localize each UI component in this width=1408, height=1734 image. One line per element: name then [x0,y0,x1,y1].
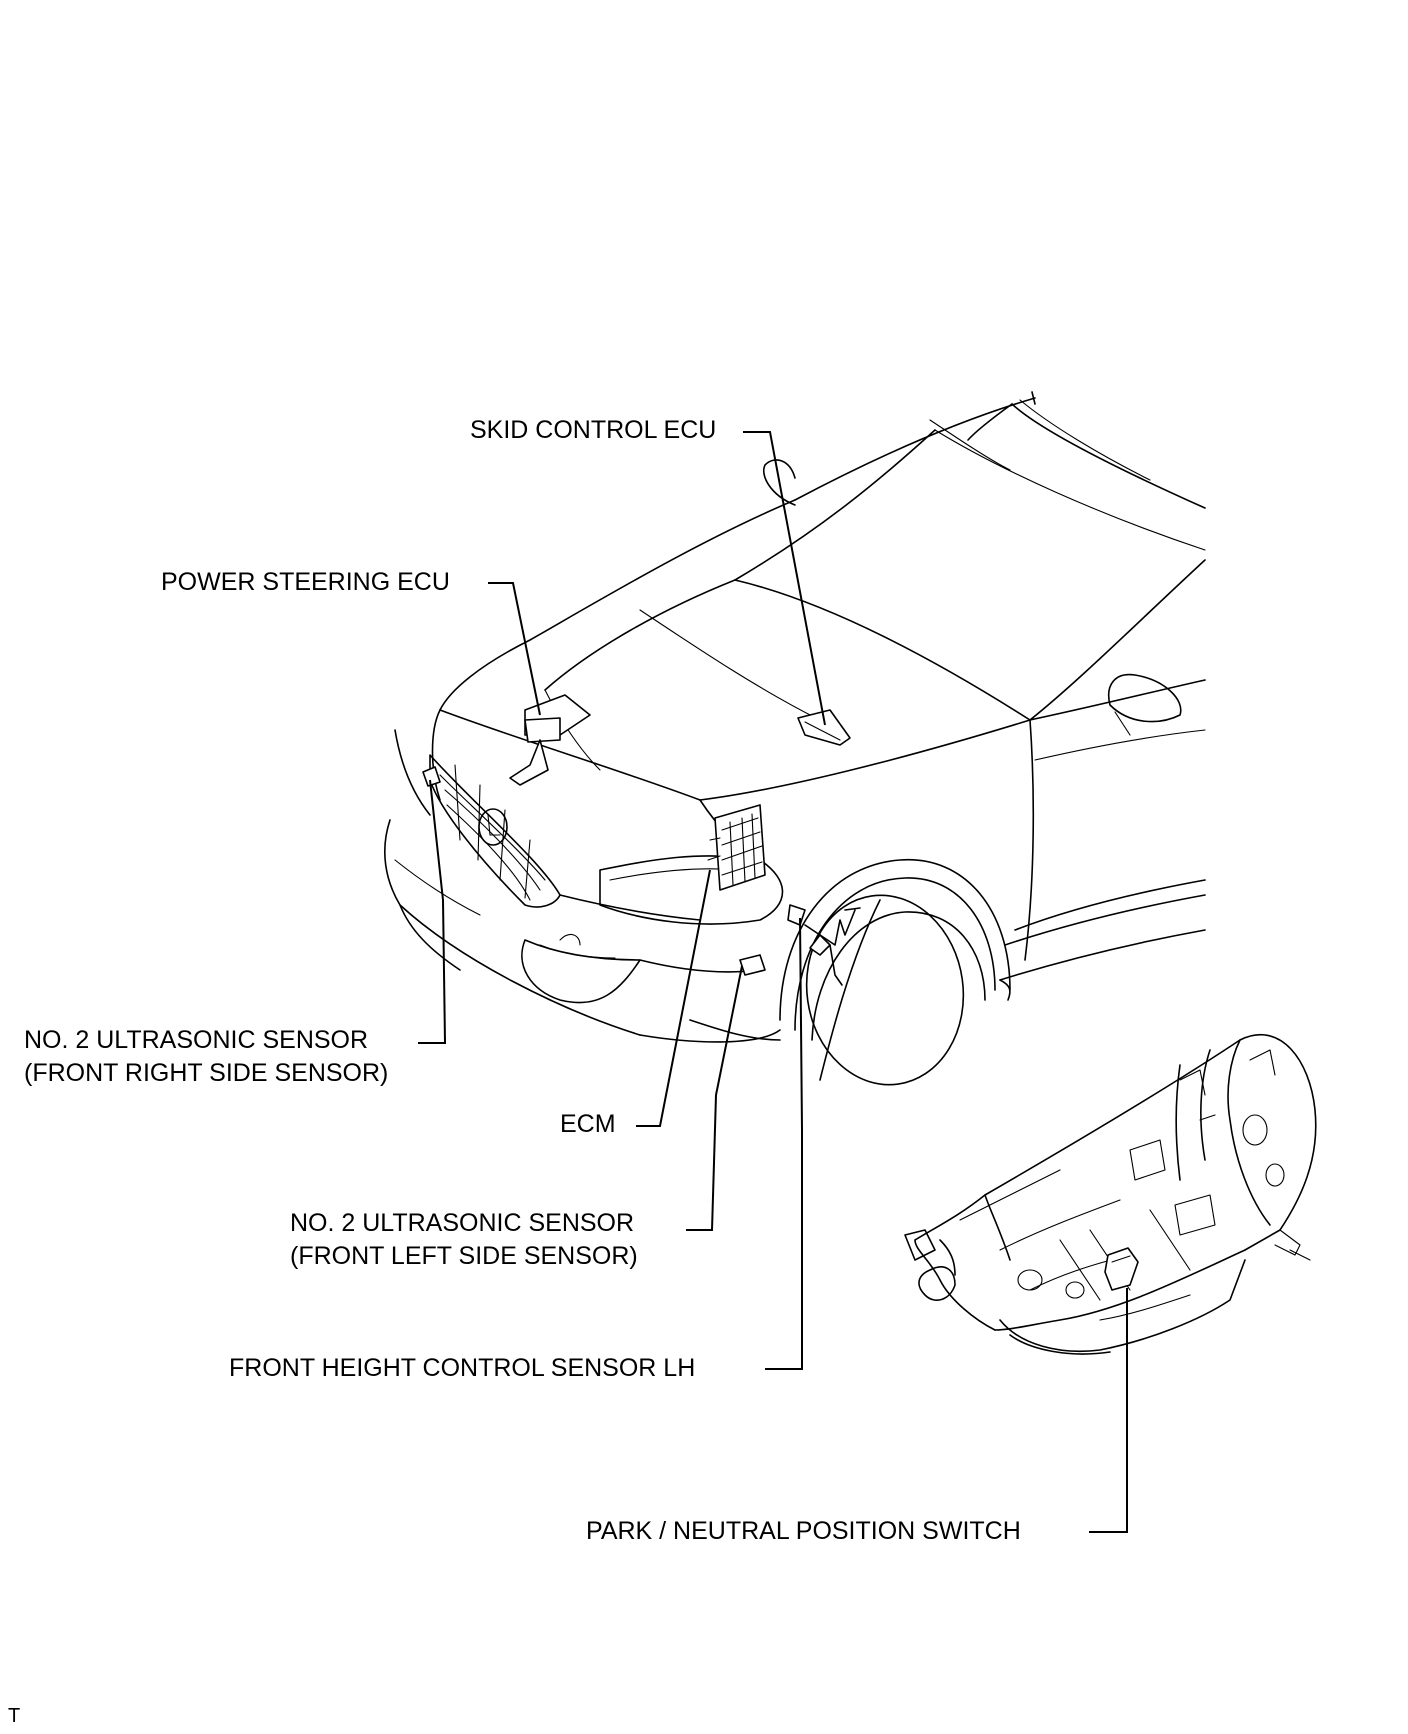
front-height-sensor-part [787,904,861,986]
label-ecm: ECM [560,1110,616,1138]
front-right-sensor-part [422,766,441,787]
label-front-height-sensor: FRONT HEIGHT CONTROL SENSOR LH [229,1354,696,1382]
power-steering-ecu-part [509,694,591,786]
leader-lines [418,431,1128,1533]
label-power-steering-ecu: POWER STEERING ECU [161,568,450,596]
label-front-left-sensor: NO. 2 ULTRASONIC SENSOR (FRONT LEFT SIDE… [290,1209,638,1270]
label-skid-control-ecu: SKID CONTROL ECU [470,416,717,444]
corner-mark: T [8,1705,21,1727]
ecm-part [707,804,766,891]
car-outline [384,391,1206,1086]
park-neutral-switch-part [1104,1247,1139,1291]
front-left-sensor-part [739,954,766,976]
skid-control-ecu-part [797,709,851,746]
label-front-right-sensor: NO. 2 ULTRASONIC SENSOR (FRONT RIGHT SID… [24,1026,389,1087]
transmission-drawing [904,1034,1317,1355]
label-park-neutral-switch: PARK / NEUTRAL POSITION SWITCH [586,1517,1021,1545]
